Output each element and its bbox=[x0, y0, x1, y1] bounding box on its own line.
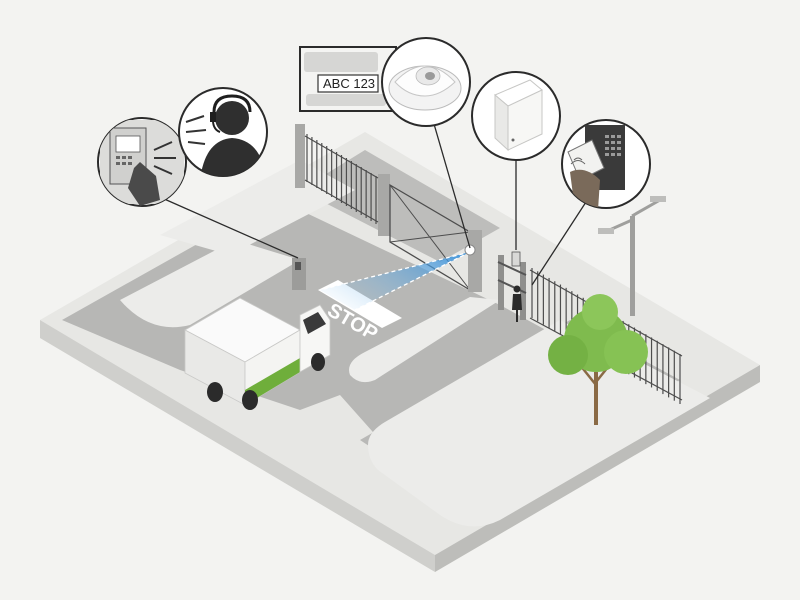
rear-fence bbox=[295, 124, 390, 236]
tree bbox=[548, 294, 648, 425]
person bbox=[512, 285, 522, 322]
card-reader-icon bbox=[567, 125, 625, 208]
intercom-callout bbox=[97, 117, 187, 207]
street-light bbox=[598, 196, 666, 316]
door-controller-callout bbox=[471, 71, 561, 161]
delivery-truck bbox=[184, 297, 331, 410]
gate-camera bbox=[464, 244, 476, 256]
license-plate-icon: ABC 123 bbox=[304, 52, 386, 106]
camera-detection-beam bbox=[320, 252, 470, 310]
callout-leaders bbox=[161, 123, 587, 286]
dome-camera-icon bbox=[388, 65, 462, 111]
license-plate-text: ABC 123 bbox=[323, 76, 375, 91]
operator-callout bbox=[178, 87, 268, 177]
intercom-post bbox=[292, 258, 306, 290]
dome-camera-callout bbox=[381, 37, 471, 127]
card-reader-callout bbox=[561, 119, 651, 209]
intercom-icon bbox=[100, 120, 184, 206]
turnstile bbox=[497, 251, 527, 320]
door-controller-icon bbox=[494, 79, 543, 152]
